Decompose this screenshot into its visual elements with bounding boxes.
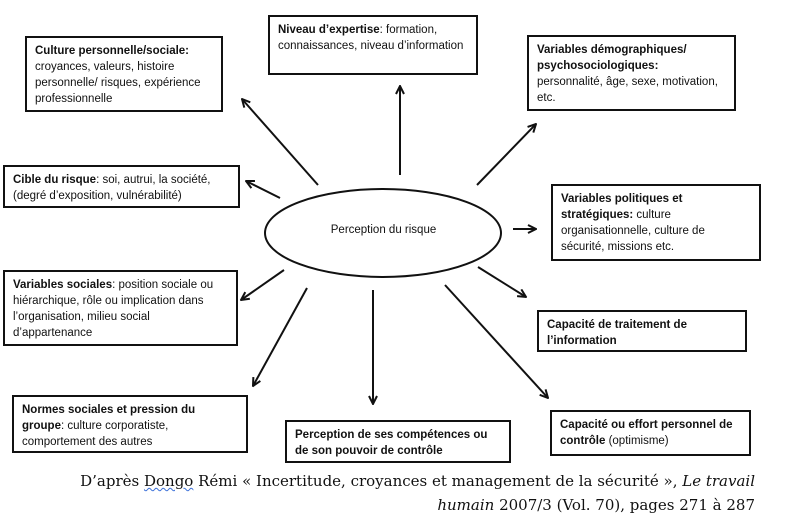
arrow-to-cible (246, 181, 281, 199)
arrow-to-traitement (477, 266, 526, 297)
box-culture: Culture personnelle/sociale: croyances, v… (25, 36, 223, 112)
box-text: personnalité, âge, sexe, motivation, etc… (537, 76, 718, 104)
box-text: (optimisme) (605, 435, 669, 447)
box-text: : culture corporatiste, comportement des… (22, 420, 169, 448)
box-normes: Normes sociales et pression du groupe: c… (12, 395, 248, 453)
box-title: Normes sociales et pression du groupe (22, 404, 196, 432)
arrow-to-normes (253, 287, 308, 386)
caption-prefix: D’après (80, 472, 144, 490)
arrow-to-sociales (241, 269, 285, 300)
box-text: culture organisationnelle, culture de sé… (561, 209, 705, 253)
caption-journal-cont: humain (437, 496, 495, 514)
box-text: : formation, connaissances, niveau d’inf… (278, 24, 464, 52)
box-demographiques: Variables démographiques/ psychosociolog… (527, 35, 736, 111)
box-title: Niveau d’expertise (278, 24, 380, 36)
box-cible: Cible du risque: soi, autrui, la société… (3, 165, 240, 208)
box-politiques: Variables politiques et stratégiques: cu… (551, 184, 761, 261)
arrow-to-effort (444, 284, 548, 398)
box-traitement: Capacité de traitement de l’information (537, 310, 747, 352)
box-text: : soi, autrui, la société, (degré d’expo… (13, 174, 211, 202)
box-sociales: Variables sociales: position sociale ou … (3, 270, 238, 346)
arrow-to-demographiques (476, 124, 536, 186)
box-title: Cible du risque (13, 174, 97, 186)
box-title: Perception de ses compétences ou de son … (295, 429, 488, 457)
caption-title: Rémi « Incertitude, croyances et managem… (193, 472, 683, 490)
box-title: Capacité de traitement de l’information (547, 319, 687, 347)
box-title: Variables démographiques/ psychosociolog… (537, 44, 687, 72)
caption-line-2: humain 2007/3 (Vol. 70), pages 271 à 287 (437, 496, 755, 514)
box-text: : position sociale ou hiérarchique, rôle… (13, 279, 214, 339)
box-title: Variables politiques et stratégiques: (561, 193, 683, 221)
box-expertise: Niveau d’expertise: formation, connaissa… (268, 15, 478, 75)
center-ellipse (264, 188, 502, 278)
box-text: croyances, valeurs, histoire personnelle… (35, 61, 201, 105)
box-effort: Capacité ou effort personnel de contrôle… (550, 410, 751, 456)
box-competences: Perception de ses compétences ou de son … (285, 420, 511, 463)
caption-author: Dongo (143, 472, 194, 490)
arrow-to-culture (242, 99, 319, 186)
caption-journal: Le travail (682, 472, 755, 490)
box-title: Capacité ou effort personnel de contrôle (560, 419, 733, 447)
caption-reference: 2007/3 (Vol. 70), pages 271 à 287 (494, 496, 755, 514)
box-title: Culture personnelle/sociale: (35, 45, 190, 57)
center-label: Perception du risque (330, 224, 437, 236)
box-title: Variables sociales (13, 279, 113, 291)
caption-line-1: D’après Dongo Rémi « Incertitude, croyan… (80, 472, 755, 490)
